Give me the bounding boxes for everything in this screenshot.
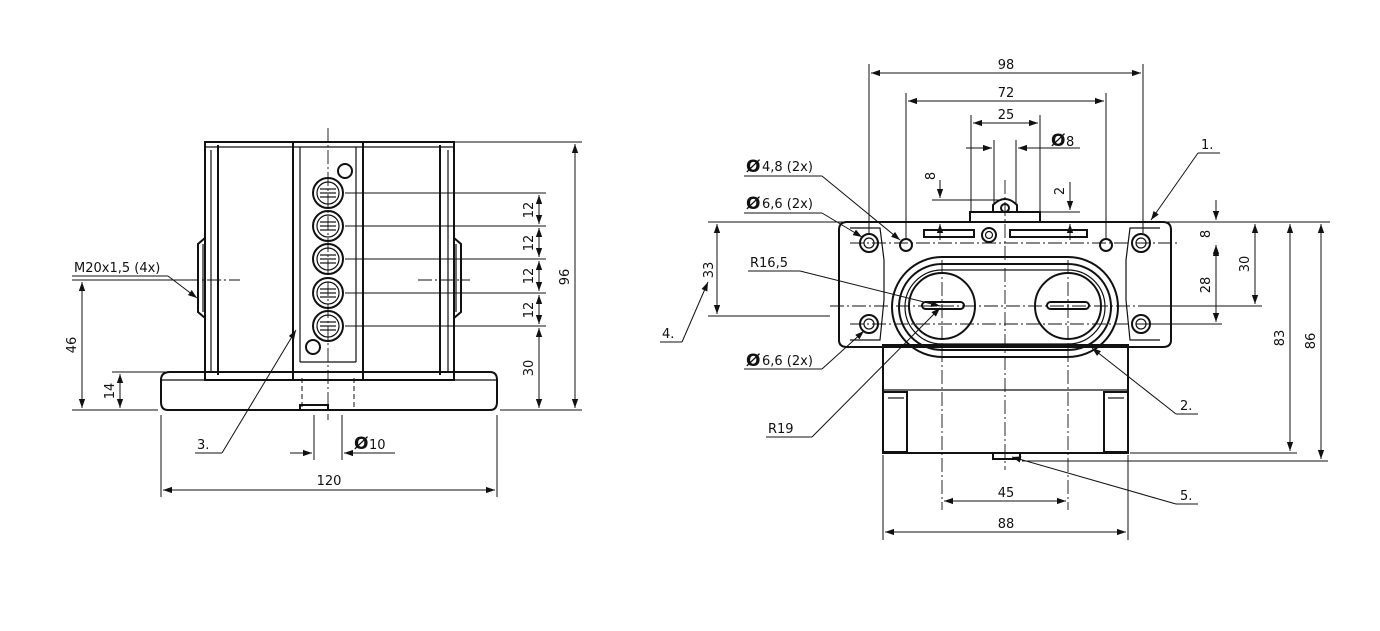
- led-indicator-3: [312, 243, 344, 275]
- screw-top: [337, 163, 353, 179]
- dim-height-8-right: 8: [1163, 200, 1330, 262]
- dim-height-2: 2: [1040, 182, 1080, 240]
- svg-text:3.: 3.: [197, 438, 209, 453]
- svg-text:14: 14: [103, 383, 118, 400]
- dim-width-98: 98: [868, 58, 1144, 233]
- callout-3: 3.: [195, 329, 297, 454]
- dim-height-28: 28: [1150, 247, 1222, 325]
- svg-text:96: 96: [558, 269, 573, 286]
- svg-text:12: 12: [522, 202, 537, 219]
- svg-text:Ø: Ø: [746, 157, 760, 177]
- svg-text:Ø: Ø: [354, 434, 368, 454]
- led-indicator-5: [312, 310, 344, 342]
- dim-width-25: 25: [970, 108, 1041, 212]
- svg-text:46: 46: [65, 337, 80, 354]
- right-view-housing: [882, 344, 1129, 460]
- svg-text:5.: 5.: [1180, 489, 1192, 504]
- svg-text:45: 45: [998, 486, 1015, 501]
- svg-text:12: 12: [522, 235, 537, 252]
- svg-text:12: 12: [522, 268, 537, 285]
- right-view: 98 72 25 Ø 8 8: [660, 58, 1330, 540]
- dim-width-88: 88: [882, 455, 1129, 540]
- svg-text:Ø: Ø: [746, 194, 760, 214]
- svg-text:R19: R19: [768, 422, 794, 437]
- svg-text:8: 8: [924, 172, 939, 180]
- dim-height-33: 33: [702, 221, 860, 317]
- dim-height-14: 14: [103, 371, 168, 408]
- right-cable-gland: [453, 237, 462, 319]
- svg-text:120: 120: [317, 474, 342, 489]
- svg-text:4,8 (2x): 4,8 (2x): [762, 160, 813, 175]
- dim-width-72: 72: [905, 86, 1107, 239]
- svg-text:12: 12: [522, 302, 537, 319]
- dim-height-86: 86: [1022, 224, 1328, 462]
- left-view-base: [160, 371, 498, 411]
- left-cable-gland: [197, 237, 206, 319]
- dim-height-83: 83: [1130, 224, 1297, 454]
- svg-text:25: 25: [998, 108, 1015, 123]
- svg-text:8: 8: [1199, 230, 1214, 238]
- svg-text:2.: 2.: [1180, 399, 1192, 414]
- svg-text:6,6 (2x): 6,6 (2x): [762, 354, 813, 369]
- svg-text:4.: 4.: [662, 327, 674, 342]
- right-view-flange: [838, 221, 1172, 348]
- led-indicator-1: [312, 177, 344, 209]
- svg-text:Ø: Ø: [746, 351, 760, 371]
- led-indicator-2: [312, 210, 344, 242]
- svg-text:Ø: Ø: [1051, 131, 1065, 151]
- dim-dia-8: Ø 8: [966, 131, 1080, 205]
- led-indicator-4: [312, 277, 344, 309]
- dim-width-45: 45: [944, 486, 1066, 505]
- callout-hole-48: Ø 4,8 (2x): [744, 157, 901, 241]
- svg-text:72: 72: [998, 86, 1015, 101]
- svg-text:30: 30: [522, 360, 537, 377]
- svg-text:88: 88: [998, 517, 1015, 532]
- callout-1: 1.: [1150, 138, 1220, 221]
- callout-2: 2.: [1091, 347, 1198, 415]
- svg-text:28: 28: [1199, 277, 1214, 294]
- callout-hole-66-top: Ø 6,6 (2x): [744, 194, 863, 238]
- svg-text:83: 83: [1273, 330, 1288, 347]
- callout-radius-165: R16,5: [748, 256, 941, 307]
- led-indicator-stack: [312, 177, 344, 342]
- svg-text:2: 2: [1053, 187, 1068, 195]
- svg-text:86: 86: [1304, 333, 1319, 350]
- dim-height-96: 96: [454, 141, 582, 411]
- dim-height-30: 30: [522, 328, 543, 408]
- svg-text:8: 8: [1066, 135, 1074, 150]
- svg-text:98: 98: [998, 58, 1015, 73]
- svg-text:30: 30: [1238, 256, 1253, 273]
- callout-4: 4.: [660, 281, 709, 343]
- dim-height-30-right: 30: [1150, 224, 1262, 307]
- svg-text:R16,5: R16,5: [750, 256, 788, 271]
- thread-callout: M20x1,5 (4x): [72, 261, 198, 299]
- callout-5: 5.: [1011, 456, 1198, 505]
- left-view: 120 96 12 12 12 12 30: [65, 128, 582, 497]
- callout-hole-66-bottom: Ø 6,6 (2x): [744, 330, 865, 371]
- dim-dia-10: Ø 10: [290, 415, 395, 460]
- dim-width-120: 120: [160, 415, 498, 497]
- svg-text:33: 33: [702, 262, 717, 279]
- callout-radius-19: R19: [766, 307, 941, 438]
- svg-text:M20x1,5 (4x): M20x1,5 (4x): [74, 261, 160, 276]
- dim-height-8-top: 8: [924, 172, 1000, 240]
- dim-led-pitch: 12 12 12 12: [345, 192, 546, 327]
- svg-text:10: 10: [369, 438, 386, 453]
- dim-height-46: 46: [65, 279, 195, 411]
- svg-text:1.: 1.: [1201, 138, 1213, 153]
- svg-text:6,6 (2x): 6,6 (2x): [762, 197, 813, 212]
- screw-bottom: [305, 339, 321, 355]
